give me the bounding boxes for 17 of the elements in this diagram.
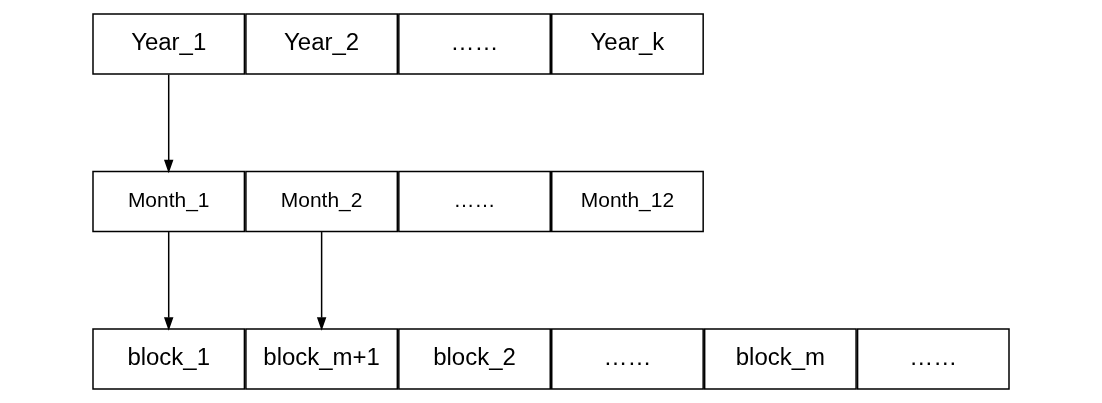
node-box: Month_1 [92,170,246,233]
node-box: Year_2 [245,13,399,75]
node-box: block_m+1 [245,328,399,390]
arrow [163,231,174,331]
node-box: block_2 [398,328,551,390]
node-box: Month_12 [551,170,704,233]
node-box: …… [398,13,551,75]
node-box: Year_1 [92,13,246,75]
node-box: block_1 [92,328,246,390]
node-box: …… [398,170,551,233]
node-box: Year_k [551,13,704,75]
node-box: Month_2 [245,170,399,233]
node-box: …… [856,328,1010,390]
node-box: block_m [703,328,857,390]
arrow [316,231,327,331]
arrow [163,73,174,174]
node-box: …… [551,328,704,390]
